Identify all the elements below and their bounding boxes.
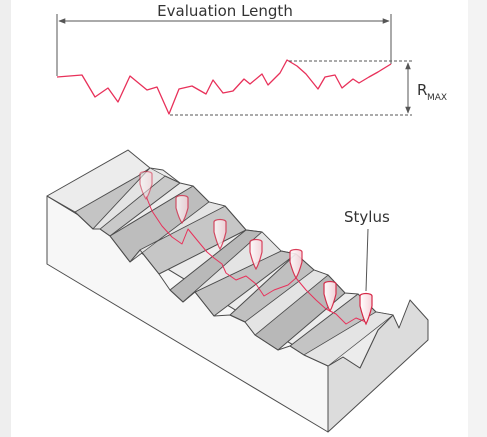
stylus-callout: Stylus bbox=[344, 208, 390, 292]
roughness-profile-line bbox=[56, 59, 392, 115]
right-background-strip bbox=[468, 0, 487, 437]
stylus-probe-2 bbox=[175, 194, 189, 225]
block-left-edge-profile bbox=[46, 195, 329, 367]
rmax-dimension: R MAX bbox=[170, 60, 447, 116]
rmax-label: R bbox=[417, 81, 427, 99]
stylus-probes bbox=[139, 170, 373, 326]
stylus-probe-7 bbox=[359, 292, 373, 326]
evaluation-length-dimension: Evaluation Length bbox=[56, 2, 392, 76]
stylus-probe-3 bbox=[213, 218, 227, 251]
stylus-probe-5 bbox=[289, 248, 303, 280]
stylus-trace-line bbox=[145, 195, 367, 325]
stylus-label: Stylus bbox=[344, 208, 390, 226]
workpiece-block bbox=[46, 149, 429, 433]
rmax-subscript: MAX bbox=[427, 93, 447, 103]
stylus-probe-1 bbox=[139, 170, 153, 201]
evaluation-length-label: Evaluation Length bbox=[157, 2, 293, 20]
stylus-probe-4 bbox=[249, 238, 263, 271]
stylus-probe-6 bbox=[323, 280, 337, 313]
stylus-leader-line bbox=[365, 228, 369, 292]
